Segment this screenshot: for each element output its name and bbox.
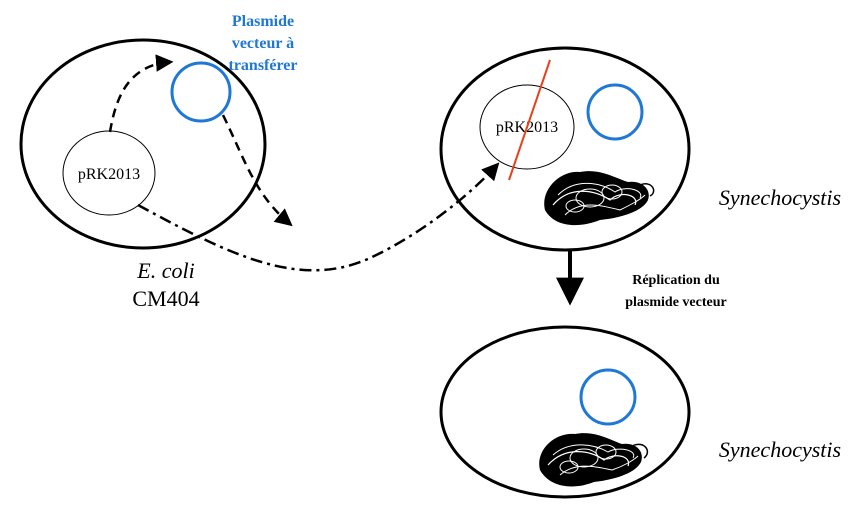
plasmid-label-line2: vecteur à [232,35,294,52]
ecoli-name: E. coli [136,258,194,283]
ecoli-strain: CM404 [132,286,199,311]
prk2013-label-left: pRK2013 [78,166,140,183]
replication-label-line1: Réplication du [632,273,720,288]
chromosome-tangle-top [544,171,655,226]
ecoli-cell [19,38,267,250]
synechocystis-cell-top [439,46,691,252]
synechocystis-cell-bottom [439,325,691,499]
vector-plasmid-top [586,83,644,141]
cut-line [508,59,551,181]
chromosome-tangle-bottom [539,433,649,487]
replication-label-line2: plasmide vecteur [625,295,726,310]
plasmid-label-line3: transférer [229,57,298,74]
vector-plasmid-bottom [579,368,637,426]
conjugation-arrow [137,162,500,272]
transfer-arrow-down [221,114,293,227]
prk2013-plasmid-right [479,84,575,170]
plasmid-label-line1: Plasmide [232,13,294,30]
vector-plasmid-left [170,61,232,123]
synechocystis-label-bottom: Synechocystis [719,437,841,462]
mobilization-arrow-up [108,54,174,133]
synechocystis-label-top: Synechocystis [719,185,841,210]
